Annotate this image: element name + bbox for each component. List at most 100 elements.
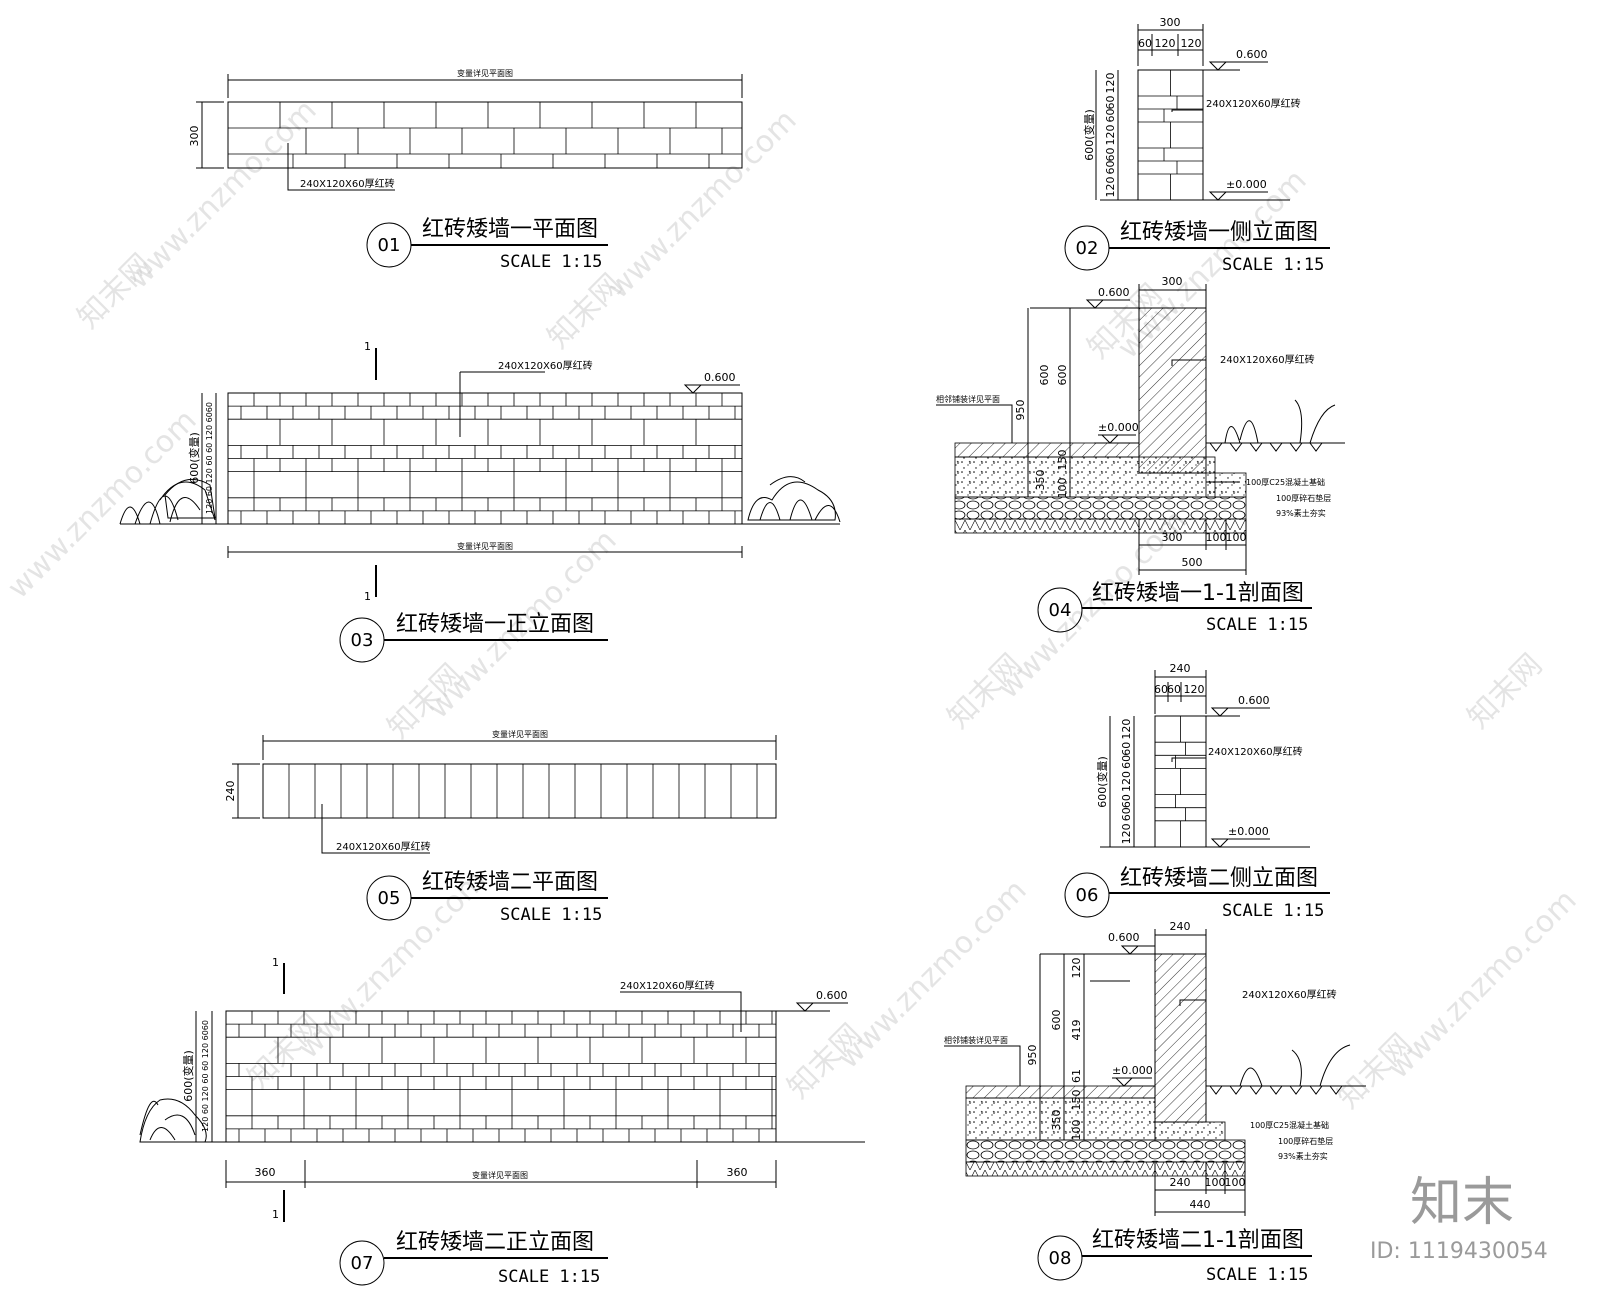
dim-row: 120 (1120, 823, 1133, 844)
level-top: 0.600 (704, 371, 736, 384)
dim-600: 600 (1056, 365, 1069, 386)
dim-row: 60 (1104, 109, 1117, 123)
drawing-title: 红砖矮墙一正立面图 (396, 612, 594, 637)
dim-variable-label: 变量详见平面图 (457, 541, 513, 551)
dim-950: 950 (1014, 400, 1027, 421)
dim-total: 440 (1190, 1198, 1211, 1211)
brick-callout: 240X120X60厚红砖 (498, 359, 593, 372)
brick-pattern (1155, 716, 1206, 848)
brick-callout: 240X120X60厚红砖 (1220, 353, 1315, 366)
brick-callout: 240X120X60厚红砖 (1208, 745, 1303, 758)
brand-logo: 知末 (1410, 1173, 1514, 1233)
soil-layer (965, 1161, 1246, 1177)
dim-width: 240 (224, 781, 237, 802)
plant-shrub-left (119, 478, 216, 525)
adjacent-paving-label: 相邻铺装详见平面 (936, 394, 1000, 404)
dim-variable-label: 变量详见平面图 (472, 1170, 528, 1180)
plant-shrub-left (139, 1098, 207, 1143)
level-top: 0.600 (1098, 286, 1130, 299)
dim-top: 240 (1170, 920, 1191, 933)
drawing-01-plan: 变量详见平面图 300 240X120X60厚红砖 01 红砖矮墙一平面图 SC… (188, 68, 743, 272)
level-marker (1210, 838, 1230, 848)
drawing-title: 红砖矮墙一侧立面图 (1120, 220, 1318, 245)
drawing-scale: SCALE 1:15 (500, 905, 602, 925)
dim-row: 60 (1104, 161, 1117, 175)
dim-variable-label: 变量详见平面图 (457, 68, 513, 78)
concrete-foundation (965, 1097, 1156, 1141)
drawing-number-badge (1037, 1235, 1083, 1281)
adjacent-paving-label: 相邻铺装详见平面 (944, 1035, 1008, 1045)
drawing-number-badge (1037, 587, 1083, 633)
watermark-site: www.znzmo.com (831, 873, 1034, 1076)
drawing-title: 红砖矮墙二正立面图 (396, 1230, 594, 1255)
brick-joints (288, 764, 758, 818)
leader-line (620, 991, 742, 1032)
dim-row: 120 (1104, 73, 1117, 94)
foundation-gravel-label: 100厚碎石垫层 (1276, 493, 1331, 503)
dim-row: 120 (1120, 771, 1133, 792)
level-marker (795, 1002, 815, 1012)
dim-top: 300 (1162, 275, 1183, 288)
dim-sub: 120 (1181, 37, 1202, 50)
drawing-number: 05 (378, 888, 401, 909)
drawing-scale: SCALE 1:15 (1222, 901, 1324, 921)
watermark-site: www.znzmo.com (121, 93, 324, 296)
level-zero: ±0.000 (1226, 178, 1267, 191)
drawing-05-plan: 变量详见平面图 240 240X120X60厚红砖 05 红砖矮墙二平面图 SC… (224, 729, 777, 925)
level-zero: ±0.000 (1098, 421, 1139, 434)
brick-callout: 240X120X60厚红砖 (336, 840, 431, 853)
level-marker (1208, 191, 1228, 201)
brick-callout: 240X120X60厚红砖 (1242, 988, 1337, 1001)
dim-end: 360 (727, 1166, 748, 1179)
dim-row: 60 (1120, 755, 1133, 769)
dim-row: 120 (1120, 719, 1133, 740)
watermark-brand: 知末网 (1461, 647, 1549, 735)
dim-row: 120 (1104, 177, 1117, 198)
dim-top: 240 (1170, 662, 1191, 675)
level-top: 0.600 (1236, 48, 1268, 61)
level-top: 0.600 (1108, 931, 1140, 944)
foundation-soil-label: 93%素土夯实 (1278, 1151, 1328, 1161)
foundation-soil-label: 93%素土夯实 (1276, 508, 1326, 518)
section-mark: 1 (364, 590, 371, 603)
level-marker (1114, 1077, 1134, 1087)
drawing-scale: SCALE 1:15 (498, 1267, 600, 1287)
wall-section-hatch (1138, 307, 1207, 474)
brick-pattern (228, 127, 742, 155)
leader-line (1171, 757, 1206, 762)
dim-600: 600 (1038, 365, 1051, 386)
dim-sub: 120 (1155, 37, 1176, 50)
drawing-03-front-elevation: 1 1 240X120X60厚红砖 0.600 变量详见平面图 600(变量) … (119, 340, 841, 663)
drawing-08-section: 240 240X120X60厚红砖 0.600 ±0.000 相邻铺装详见平面 … (944, 920, 1366, 1285)
watermark-site: www.znzmo.com (601, 103, 804, 306)
level-zero: ±0.000 (1112, 1064, 1153, 1077)
level-marker (1085, 299, 1105, 309)
dim-100: 100 (1056, 478, 1069, 499)
dim-bottom: 100 (1225, 1176, 1246, 1189)
drawing-02-side-elevation: 300 60 120 120 0.600 ±0.000 240X120X60厚红… (1064, 16, 1330, 275)
paving-layer (954, 442, 1140, 458)
dim-row: 60 (1120, 807, 1133, 821)
drawing-number-badge (339, 1240, 385, 1286)
dim-350: 350 (1034, 470, 1047, 491)
dim-600: 600 (1050, 1010, 1063, 1031)
dim-variable: 600(变量) (187, 432, 201, 484)
level-top: 0.600 (816, 989, 848, 1002)
watermark-layer: 知末网 www.znzmo.com 知末网 www.znzmo.com www.… (1, 93, 1584, 1116)
dim-150: 150 (1056, 450, 1069, 471)
image-id-label: ID: 1119430054 (1370, 1239, 1548, 1264)
section-mark: 1 (364, 340, 371, 353)
drawing-title: 红砖矮墙二1-1剖面图 (1092, 1228, 1304, 1253)
dim-end: 360 (255, 1166, 276, 1179)
leader-line (1171, 109, 1203, 112)
leader-line (1179, 999, 1206, 1006)
drawing-06-side-elevation: 240 60 60 120 0.600 ±0.000 240X120X60厚红砖… (1064, 662, 1330, 921)
level-zero: ±0.000 (1228, 825, 1269, 838)
level-marker (1210, 707, 1230, 717)
dim-120: 120 (1070, 958, 1083, 979)
dim-total: 500 (1182, 556, 1203, 569)
dim-bottom: 240 (1170, 1176, 1191, 1189)
foundation-concrete-label: 100厚C25混凝土基础 (1250, 1120, 1329, 1130)
dim-sub: 60 (1154, 683, 1168, 696)
